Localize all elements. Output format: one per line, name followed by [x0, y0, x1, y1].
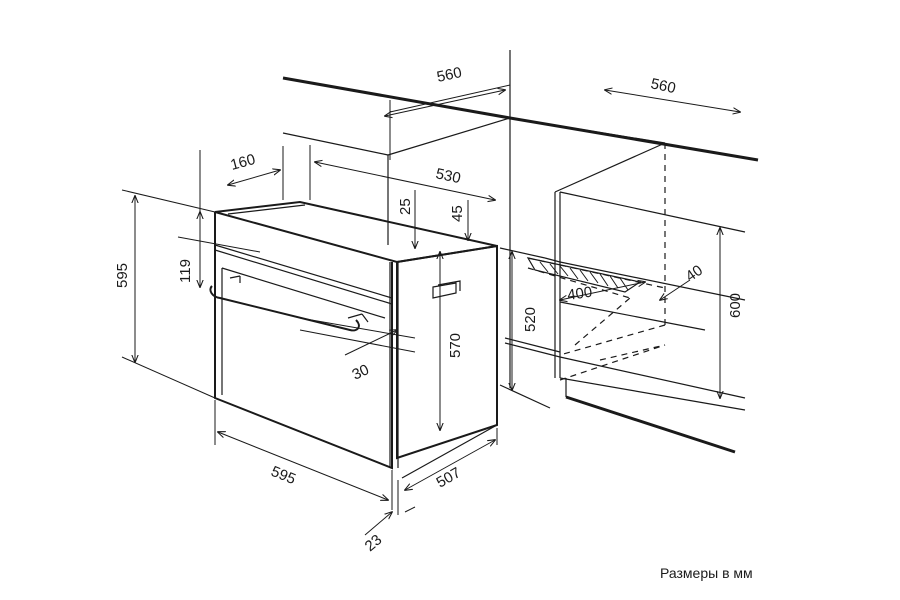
dim-niche-width-right: 560 — [649, 75, 677, 97]
dim-panel-height: 119 — [177, 259, 194, 283]
dim-niche-height-left: 520 — [522, 307, 539, 332]
dim-oven-height-left: 595 — [114, 263, 131, 288]
dim-vent-width: 400 — [566, 284, 593, 304]
dim-top-gap: 25 — [397, 198, 414, 215]
dim-panel-depth: 160 — [229, 151, 258, 174]
dim-top-offset: 45 — [449, 205, 466, 222]
dim-vent-depth: 40 — [683, 262, 706, 285]
dim-body-depth: 507 — [434, 464, 464, 491]
dim-oven-depth-top: 530 — [434, 165, 462, 187]
dim-oven-width-bottom: 595 — [269, 463, 299, 488]
units-caption: Размеры в мм — [660, 565, 753, 581]
dim-niche-width-top: 560 — [435, 64, 463, 86]
dim-body-height: 570 — [447, 333, 464, 358]
dim-niche-height-right: 600 — [727, 293, 744, 318]
dim-handle-depth: 30 — [350, 361, 372, 383]
dimension-lines — [121, 84, 740, 536]
